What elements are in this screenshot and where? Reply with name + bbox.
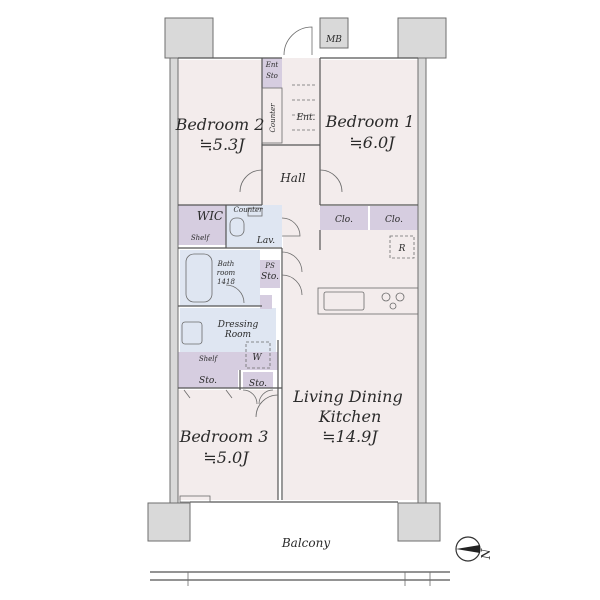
sto-lower-storage <box>178 370 238 388</box>
ldk-size: ≒14.9J <box>322 427 379 446</box>
east-wall <box>417 57 427 504</box>
bedroom-3-size: ≒5.0J <box>203 448 250 467</box>
sto-bath-label: Sto. <box>261 272 279 282</box>
shelf-storage <box>178 352 278 370</box>
counter-label: Counter <box>269 103 277 133</box>
bathroom-label-1: Bath <box>217 260 235 268</box>
entrance-storage-label-2: Sto <box>266 72 278 80</box>
counter <box>261 87 283 144</box>
kitchen-sink <box>323 291 365 311</box>
toilet-counter-label: Counter <box>234 206 264 214</box>
door-sto-bed3-b <box>258 389 274 405</box>
bedroom-1-size: ≒6.0J <box>349 133 396 152</box>
bathroom-floor <box>180 250 260 306</box>
door-sto-lower <box>183 389 233 399</box>
closet-1 <box>320 206 368 230</box>
washbasin <box>181 321 203 345</box>
refrigerator-label: R <box>398 244 406 254</box>
door-sto-bed3-a <box>242 389 258 405</box>
bed3-window-sill <box>179 495 211 503</box>
column-bottom-left <box>147 502 191 542</box>
wic-storage <box>178 205 226 245</box>
ldk-label-line1: Living Dining <box>292 387 402 406</box>
wic-label: WIC <box>197 209 223 223</box>
sto-bed3-label: Sto. <box>249 379 267 389</box>
refrigerator-space <box>389 235 415 259</box>
ldk-label-line2: Kitchen <box>318 407 382 426</box>
column-bottom-right <box>397 502 441 542</box>
meter-box <box>319 17 349 49</box>
toilet-floor <box>226 205 282 247</box>
ps-box <box>260 260 280 270</box>
bedroom-1-label: Bedroom 1 <box>325 112 415 131</box>
wic-shelf-label: Shelf <box>191 234 211 242</box>
bathroom-label-3: 1418 <box>217 278 235 286</box>
closet-2 <box>370 206 418 230</box>
bedroom-2-size: ≒5.3J <box>199 135 246 154</box>
toilet <box>229 217 245 237</box>
meter-box-label: MB <box>325 35 342 45</box>
bedroom-2-label: Bedroom 2 <box>175 115 265 134</box>
bathroom-label-2: room <box>217 269 236 277</box>
ps-label: PS <box>264 262 275 270</box>
hall-label: Hall <box>279 171 305 185</box>
small-storage <box>260 295 272 309</box>
door-bed2 <box>239 169 263 193</box>
entrance-storage <box>262 58 282 88</box>
north-label: N <box>479 548 493 560</box>
entrance-label: Ent. <box>296 113 316 123</box>
stove-burner-1 <box>381 292 391 302</box>
stove-burner-3 <box>389 302 397 310</box>
balcony-label: Balcony <box>281 536 330 550</box>
kitchen-counter <box>317 287 419 315</box>
sto-bed3-storage <box>243 372 273 388</box>
stove-burner-2 <box>395 292 405 302</box>
dressing-room-floor <box>180 308 276 356</box>
door-bath-hall <box>281 251 303 273</box>
closet-2-label: Clo. <box>385 215 403 225</box>
bedroom-3-floor <box>178 390 278 500</box>
door-bed1 <box>319 169 343 193</box>
dressing-shelf-label: Shelf <box>199 355 219 363</box>
door-bathroom <box>225 284 245 304</box>
column-top-left <box>164 17 214 59</box>
compass-icon <box>455 536 481 562</box>
dressing-room-label-2: Room <box>224 330 251 340</box>
west-wall <box>169 57 179 504</box>
entrance-storage-label-1: Ent <box>265 61 279 69</box>
bedroom-2-floor <box>178 60 262 205</box>
bathtub <box>185 253 213 303</box>
toilet-tank <box>247 207 263 217</box>
door-toilet <box>281 217 301 237</box>
closet-1-label: Clo. <box>335 215 353 225</box>
door-bed3 <box>255 394 279 418</box>
washer-space <box>245 341 271 369</box>
dressing-room-label-1: Dressing <box>217 320 259 330</box>
bedroom-1-floor <box>320 60 418 205</box>
lavatory-label: Lav. <box>256 236 275 246</box>
column-top-right <box>397 17 447 59</box>
bedroom-3-label: Bedroom 3 <box>179 427 269 446</box>
washer-label: W <box>252 353 262 363</box>
ldk-floor <box>283 230 418 500</box>
sto-lower-label: Sto. <box>199 376 217 386</box>
door-ldk <box>281 274 303 296</box>
front-door-swing <box>283 26 313 56</box>
